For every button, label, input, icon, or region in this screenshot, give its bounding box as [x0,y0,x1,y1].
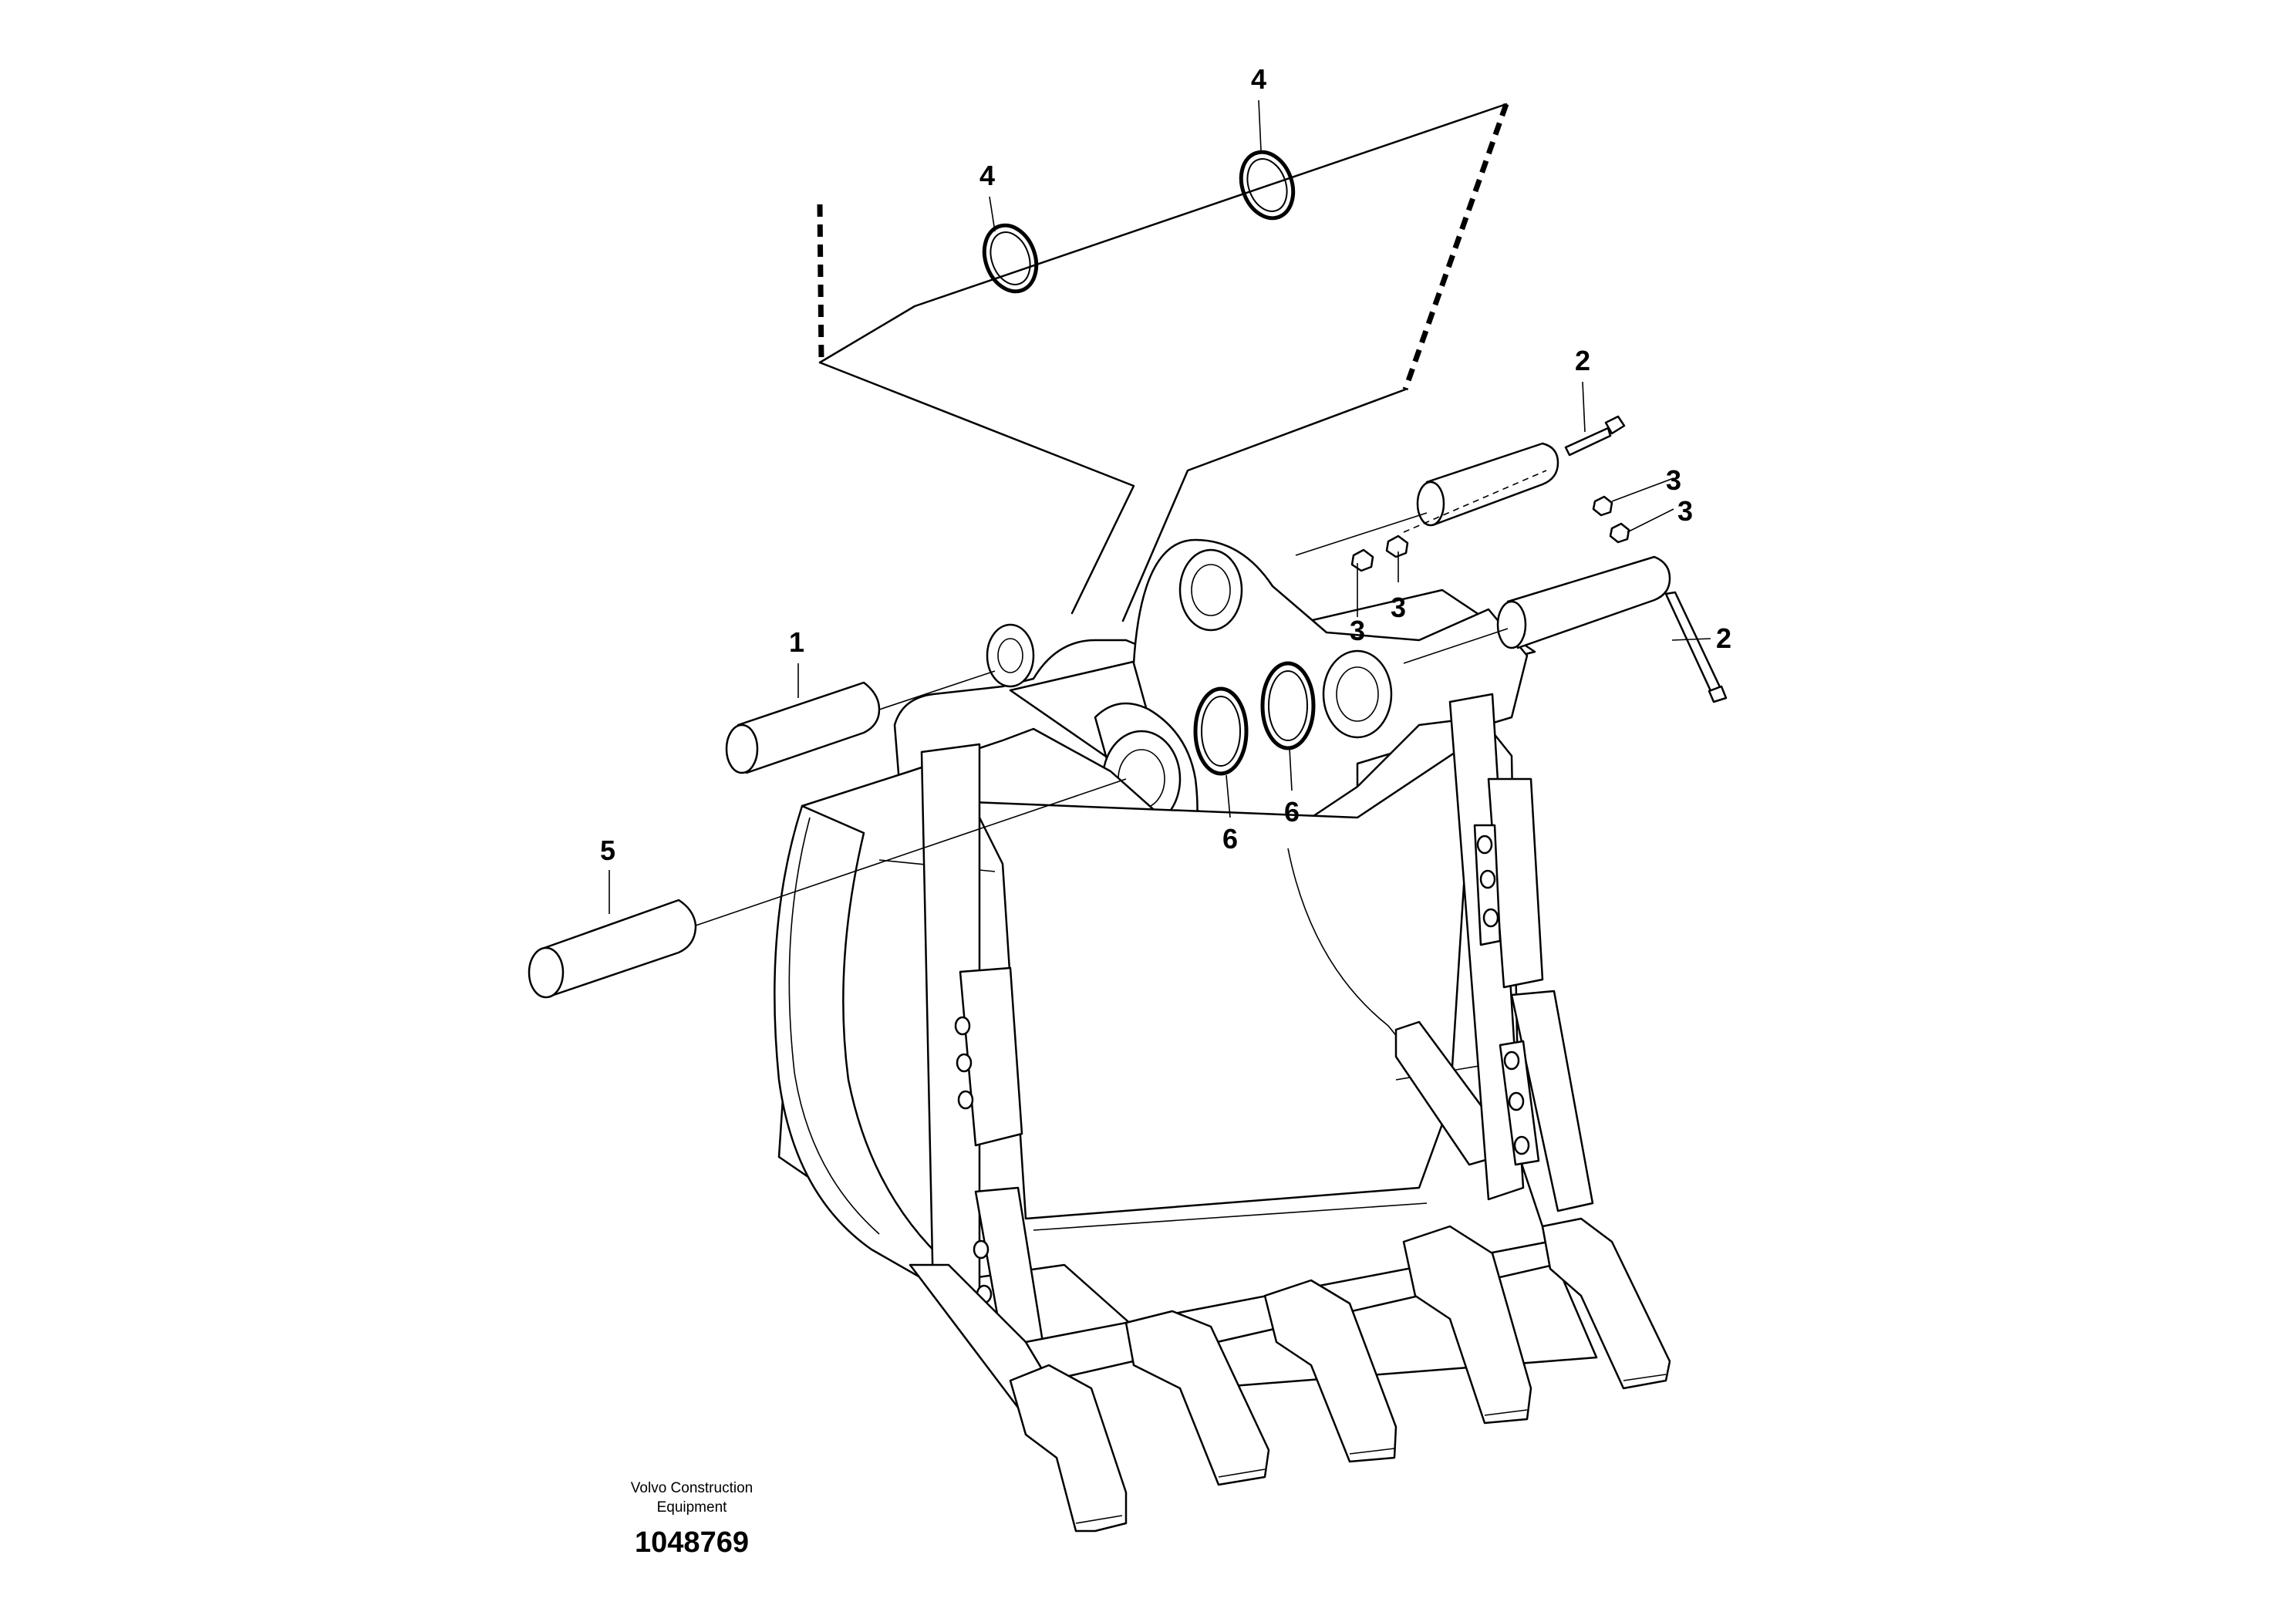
callout-3-center-left: 3 [1350,615,1365,646]
seal-ring-6-right [1260,661,1316,750]
nuts-3 [1350,495,1630,572]
footer: Volvo Construction Equipment 1048769 [631,1480,753,1559]
seal-ring-6-left [1193,686,1249,776]
pin-5 [528,778,1127,999]
linkage-seal-detail [817,103,1509,622]
bucket-body [774,538,1606,1409]
callout-5: 5 [600,835,615,866]
callout-6-right: 6 [1284,796,1300,828]
company-name-line2: Equipment [657,1499,728,1516]
callout-3-right: 3 [1677,495,1693,527]
callout-2-upper: 2 [1575,345,1590,376]
callout-6-left: 6 [1222,823,1238,855]
seal-ring-4-left [982,223,1039,294]
callout-3-center-right: 3 [1391,592,1406,623]
part-number: 1048769 [635,1526,749,1559]
leader-lines [609,99,1711,914]
callout-2-lower: 2 [1716,622,1731,654]
pin-right-upper [1295,442,1559,556]
bucket-teeth [1009,1217,1671,1533]
bolt-2-lower [1664,591,1728,703]
company-name-line1: Volvo Construction [631,1480,753,1496]
callout-3-upper-right: 3 [1666,464,1681,496]
pin-1 [725,670,996,774]
pin-right-lower [1403,555,1671,664]
callout-4-left: 4 [979,160,995,191]
callout-1: 1 [789,626,804,658]
bolt-2-upper [1564,415,1626,457]
callout-4-right: 4 [1251,63,1266,95]
callout-labels: 4 4 2 3 3 3 3 1 2 5 6 6 [600,63,1731,866]
seal-ring-4-right [1239,150,1296,221]
